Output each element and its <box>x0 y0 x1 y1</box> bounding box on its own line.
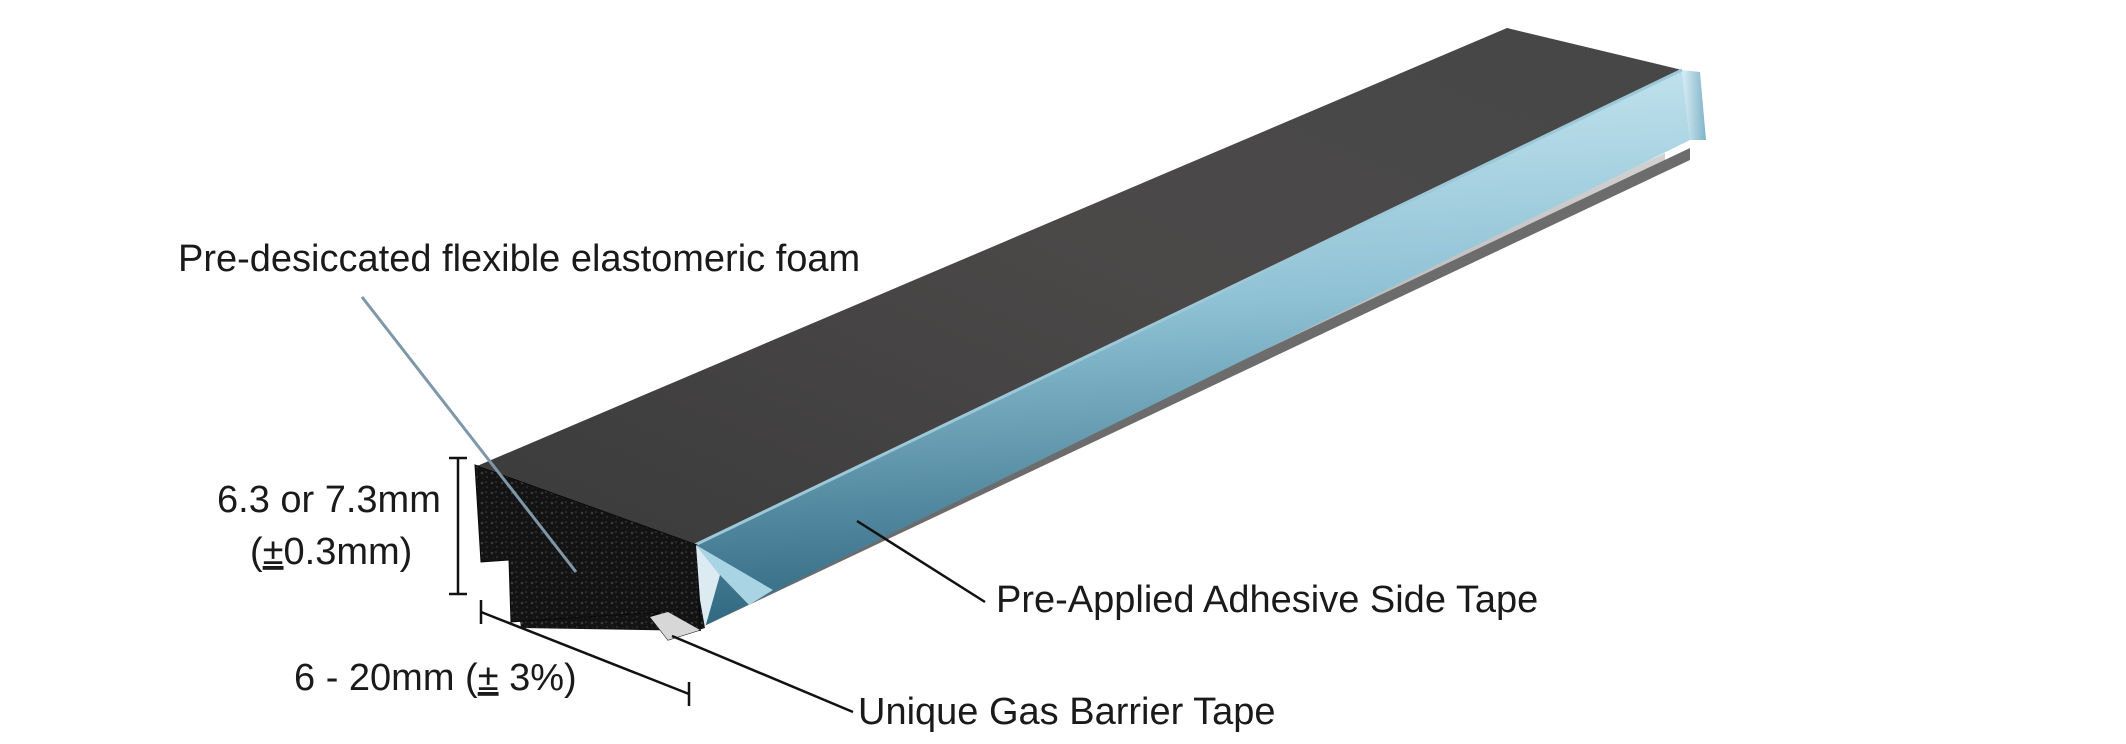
gas-barrier-tape-label: Unique Gas Barrier Tape <box>858 691 1276 733</box>
adhesive-side-tape <box>695 70 1690 628</box>
adhesive-tape-label: Pre-Applied Adhesive Side Tape <box>996 579 1538 621</box>
adhesive-side-tape-edge <box>1682 70 1706 140</box>
spacer-body-underside <box>700 148 1690 628</box>
width-label: 6 - 20mm (± 3%) <box>294 657 577 699</box>
height-label-plusminus: ± <box>263 531 284 573</box>
barrier-leader-line <box>671 634 854 714</box>
adhesive-tape-front-shadow <box>696 545 720 628</box>
width-dimension-line <box>480 610 690 696</box>
top-face-right-edge <box>694 68 1683 547</box>
foam-label: Pre-desiccated flexible elastomeric foam <box>178 238 860 280</box>
width-label-prefix: 6 - 20mm ( <box>294 657 478 699</box>
height-label-open: ( <box>250 531 263 573</box>
adhesive-leader-line <box>856 519 986 604</box>
gas-barrier-tape-end <box>650 612 700 640</box>
height-label-value: 0.3mm) <box>284 531 413 573</box>
width-label-suffix: 3%) <box>499 657 577 699</box>
height-label-line2: (±0.3mm) <box>250 531 412 573</box>
height-label-line1: 6.3 or 7.3mm <box>217 479 441 521</box>
foam-leader-line <box>360 296 578 573</box>
foam-cross-section-outline <box>474 464 701 641</box>
width-label-plusminus: ± <box>478 657 499 699</box>
adhesive-tape-front-fold <box>696 545 773 605</box>
spacer-top-face <box>477 28 1682 545</box>
